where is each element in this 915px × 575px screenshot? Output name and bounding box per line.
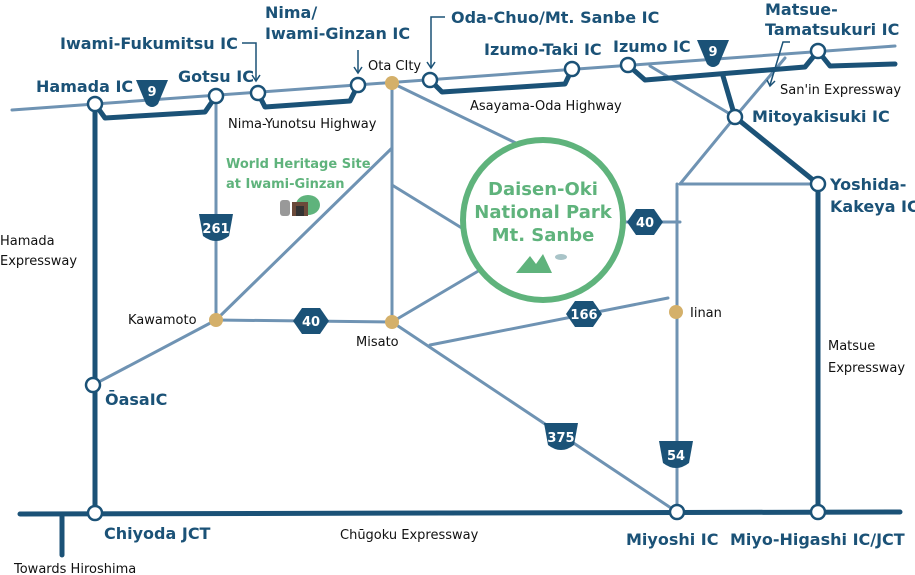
label-nima-ic-2: Iwami-Ginzan IC bbox=[265, 24, 410, 43]
svg-text:261: 261 bbox=[202, 222, 229, 237]
label-matsue-ic-2: Tamatsukuri IC bbox=[765, 20, 899, 39]
mountain-icon bbox=[516, 254, 552, 273]
svg-text:9: 9 bbox=[708, 45, 717, 60]
svg-text:40: 40 bbox=[636, 216, 654, 231]
label-towards-hiroshima: Towards Hiroshima bbox=[13, 562, 136, 575]
label-matsue-expressway-2: Expressway bbox=[828, 361, 905, 376]
label-misato: Misato bbox=[356, 335, 399, 350]
route-9-shield-west: 9 bbox=[136, 80, 168, 107]
route-261-shield: 261 bbox=[199, 214, 233, 241]
label-yoshida-ic-1: Yoshida- bbox=[829, 175, 906, 194]
svg-text:54: 54 bbox=[667, 449, 685, 464]
route-40-shield-east: 40 bbox=[627, 209, 663, 235]
heritage-mine-icon bbox=[280, 195, 320, 216]
label-izumo-taki-ic: Izumo-Taki IC bbox=[484, 40, 602, 59]
route-166-shield: 166 bbox=[566, 301, 602, 327]
svg-text:375: 375 bbox=[547, 431, 574, 446]
label-oasa-ic: ŌasaIC bbox=[105, 389, 167, 409]
label-matsue-ic-1: Matsue- bbox=[765, 0, 838, 19]
heritage-label-2: at Iwami-Ginzan bbox=[226, 177, 345, 192]
label-mitoyakisuki-ic: Mitoyakisuki IC bbox=[752, 107, 890, 126]
park-name-line1: Daisen-Oki bbox=[488, 179, 598, 200]
label-yoshida-ic-2: Kakeya IC bbox=[830, 197, 915, 216]
label-oda-chuo-ic: Oda-Chuo/Mt. Sanbe IC bbox=[451, 8, 659, 27]
svg-text:9: 9 bbox=[147, 85, 156, 100]
national-park-badge: Daisen-Oki National Park Mt. Sanbe bbox=[460, 137, 626, 303]
label-gotsu-ic: Gotsu IC bbox=[178, 67, 254, 86]
label-chiyoda-jct: Chiyoda JCT bbox=[104, 524, 211, 543]
label-iinan: Iinan bbox=[690, 306, 722, 321]
label-chugoku-expressway: Chūgoku Expressway bbox=[340, 528, 479, 543]
heritage-label-1: World Heritage Site bbox=[226, 157, 371, 172]
interchange-nodes bbox=[84, 42, 827, 522]
svg-text:166: 166 bbox=[570, 308, 597, 323]
svg-text:40: 40 bbox=[302, 315, 320, 330]
label-asayama-oda-highway: Asayama-Oda Highway bbox=[470, 99, 622, 114]
cloud-icon bbox=[555, 254, 567, 260]
route-shields: 9 9 261 375 54 40 40 166 bbox=[136, 40, 729, 468]
park-name-line3: Mt. Sanbe bbox=[492, 225, 595, 246]
label-hamada-ic: Hamada IC bbox=[36, 77, 133, 96]
park-name-line2: National Park bbox=[474, 202, 612, 223]
label-nima-yunotsu-highway: Nima-Yunotsu Highway bbox=[228, 117, 377, 132]
label-sanin-expressway: San'in Expressway bbox=[780, 83, 901, 98]
label-miyoshi-ic: Miyoshi IC bbox=[626, 530, 719, 549]
route-375-shield: 375 bbox=[544, 423, 578, 450]
route-40-shield-west: 40 bbox=[293, 308, 329, 334]
route-9-shield-east: 9 bbox=[697, 40, 729, 67]
route-54-shield: 54 bbox=[659, 441, 693, 468]
label-nima-ic-1: Nima/ bbox=[265, 3, 317, 22]
label-matsue-expressway-1: Matsue bbox=[828, 339, 875, 354]
label-kawamoto: Kawamoto bbox=[128, 313, 197, 328]
pointer-arrows bbox=[242, 16, 790, 88]
label-ota-city: Ota CIty bbox=[368, 59, 421, 74]
label-hamada-expressway-2: Expressway bbox=[0, 254, 77, 269]
sanin-main-line bbox=[10, 44, 897, 112]
label-iwami-fukumitsu-ic: Iwami-Fukumitsu IC bbox=[60, 34, 238, 53]
label-izumo-ic: Izumo IC bbox=[613, 37, 691, 56]
label-miyo-higashi-ic: Miyo-Higashi IC/JCT bbox=[730, 530, 905, 549]
label-hamada-expressway-1: Hamada bbox=[0, 234, 55, 249]
expressways bbox=[17, 48, 903, 558]
